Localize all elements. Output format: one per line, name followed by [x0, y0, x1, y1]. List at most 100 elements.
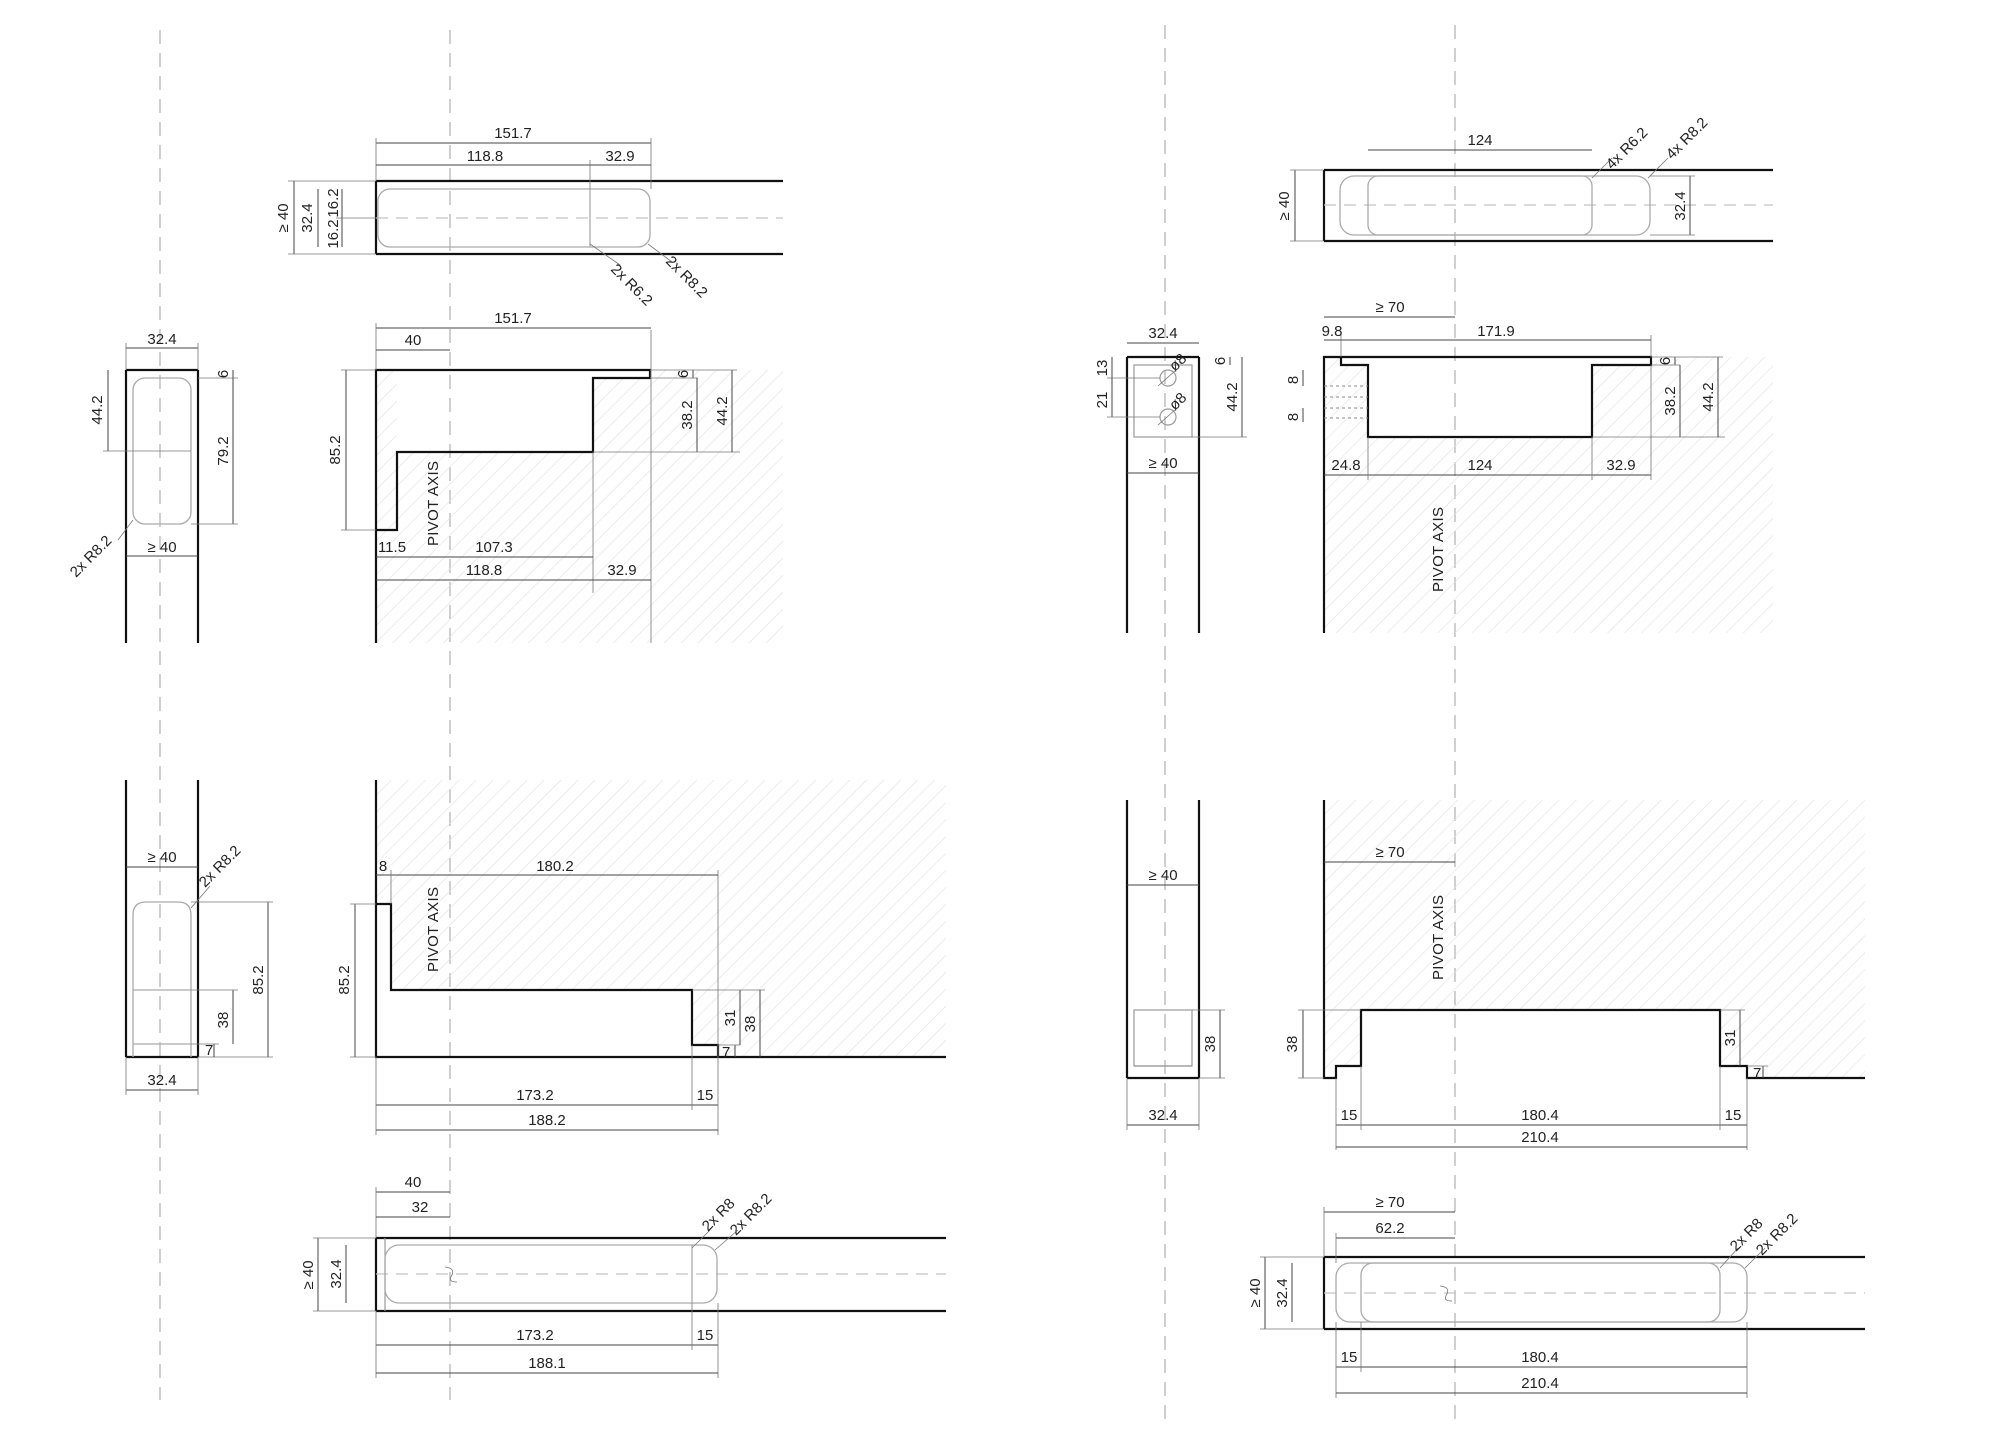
dim-107-3: 107.3 — [475, 539, 513, 556]
dim-16-2b: 16.2 — [325, 188, 342, 217]
dim-210-4: 210.4 — [1521, 1129, 1559, 1146]
dim-9-8: 9.8 — [1322, 323, 1343, 340]
dim-79-2: 79.2 — [215, 436, 232, 465]
label-r8-2: 2x R8.2 — [662, 253, 711, 302]
dim-24-8: 24.8 — [1331, 457, 1360, 474]
panel1-front-section: 151.7 40 85.2 6 38.2 44.2 PIVOT AXIS 11.… — [327, 310, 783, 643]
dim-7: 7 — [205, 1042, 213, 1059]
dim-ge40: ≥ 40 — [1148, 867, 1177, 884]
label-pivot-axis: PIVOT AXIS — [425, 887, 442, 972]
dim-6: 6 — [215, 370, 232, 378]
label-r6-2-4x: 4x R6.2 — [1603, 124, 1652, 173]
dim-124: 124 — [1467, 132, 1492, 149]
dim-171-9: 171.9 — [1477, 323, 1515, 340]
dim-ge40: ≥ 40 — [147, 539, 176, 556]
dim-ge40: ≥ 40 — [147, 849, 176, 866]
dim-32-4: 32.4 — [147, 331, 176, 348]
label-phi8-b: ø8 — [1166, 389, 1190, 413]
dim-85-2: 85.2 — [327, 435, 344, 464]
panel1-side-view: 32.4 44.2 6 79.2 ≥ 40 2x R8.2 — [67, 331, 238, 643]
dim-6: 6 — [675, 370, 692, 378]
dim-118-8: 118.8 — [467, 148, 503, 165]
dim-40: 40 — [405, 1174, 422, 1191]
dim-32: 32 — [412, 1199, 429, 1216]
dim-62-2: 62.2 — [1375, 1220, 1404, 1237]
panel4-side-view: ≥ 40 38 32.4 — [1125, 800, 1225, 1130]
dim-32-4: 32.4 — [328, 1259, 345, 1288]
label-pivot-axis: PIVOT AXIS — [425, 461, 442, 546]
dim-151-7: 151.7 — [494, 310, 532, 327]
dim-44-2: 44.2 — [1224, 382, 1241, 411]
dim-85-2: 85.2 — [336, 965, 353, 994]
dim-7: 7 — [722, 1044, 730, 1061]
dim-32-4: 32.4 — [299, 203, 316, 232]
dim-32-9: 32.9 — [1606, 457, 1635, 474]
dim-15b: 15 — [1725, 1107, 1742, 1124]
dim-40: 40 — [405, 332, 422, 349]
dim-8b: 8 — [1285, 413, 1302, 421]
dim-32-9: 32.9 — [605, 148, 634, 165]
dim-ge70: ≥ 70 — [1375, 1194, 1404, 1211]
dim-8: 8 — [379, 858, 387, 875]
panel1-plan-view: 151.7 118.8 32.9 ≥ 40 32.4 16.2 16.2 2x … — [275, 125, 783, 309]
label-r8-2: 2x R8.2 — [67, 532, 116, 581]
label-pivot-axis: PIVOT AXIS — [1430, 507, 1447, 592]
dim-32-9: 32.9 — [607, 562, 636, 579]
label-r8-2-4x: 4x R8.2 — [1663, 114, 1712, 163]
dim-6: 6 — [1212, 357, 1229, 365]
label-pivot-axis: PIVOT AXIS — [1430, 895, 1447, 980]
dim-ge40: ≥ 40 — [1148, 455, 1177, 472]
panel4-plan-view: ≥ 70 62.2 ≥ 40 32.4 2x R8 2x R8.2 15 180… — [1247, 1194, 1865, 1398]
dim-38: 38 — [1202, 1036, 1219, 1053]
dim-ge40: ≥ 40 — [1276, 191, 1293, 220]
label-r8-2: 2x R8.2 — [1753, 1210, 1802, 1259]
dim-32-4: 32.4 — [1148, 325, 1177, 342]
dim-44-2: 44.2 — [1700, 382, 1717, 411]
dim-7: 7 — [1753, 1065, 1761, 1082]
dim-118-8: 118.8 — [466, 562, 502, 579]
dim-180-4: 180.4 — [1521, 1107, 1559, 1124]
dim-180-4: 180.4 — [1521, 1349, 1559, 1366]
dim-188-2: 188.2 — [528, 1112, 566, 1129]
dim-38-2: 38.2 — [679, 400, 696, 429]
dim-173-2: 173.2 — [516, 1327, 554, 1344]
dim-32-4: 32.4 — [1672, 191, 1689, 220]
dim-38: 38 — [215, 1012, 232, 1029]
dim-180-2: 180.2 — [536, 858, 574, 875]
label-phi8-a: ø8 — [1166, 350, 1190, 374]
dim-ge40: ≥ 40 — [275, 203, 292, 232]
dim-21: 21 — [1094, 392, 1111, 409]
dim-151-7: 151.7 — [494, 125, 532, 142]
label-r6-2: 2x R6.2 — [607, 261, 656, 310]
panel3-side-view: ≥ 40 2x R8.2 85.2 38 7 32.4 — [124, 780, 273, 1095]
dim-16-2a: 16.2 — [325, 219, 342, 248]
dim-32-4: 32.4 — [1274, 1278, 1291, 1307]
dim-31: 31 — [1722, 1030, 1739, 1047]
dim-38: 38 — [1284, 1036, 1301, 1053]
dim-15a: 15 — [1341, 1107, 1358, 1124]
panel3-plan-view: 40 32 ≥ 40 32.4 2x R8 2x R8.2 173.2 15 1… — [300, 1174, 946, 1378]
panel4-front-section: ≥ 70 PIVOT AXIS 38 31 7 15 180.4 15 210.… — [1284, 800, 1865, 1150]
dim-6: 6 — [1657, 357, 1674, 365]
dim-15: 15 — [697, 1087, 714, 1104]
dim-ge40: ≥ 40 — [300, 1260, 317, 1289]
dim-32-4: 32.4 — [1148, 1107, 1177, 1124]
dim-85-2: 85.2 — [250, 965, 267, 994]
dim-ge40: ≥ 40 — [1247, 1278, 1264, 1307]
panel2-plan-view: 124 4x R6.2 4x R8.2 ≥ 40 32.4 — [1276, 114, 1773, 243]
dim-44-2: 44.2 — [89, 395, 106, 424]
dim-ge70: ≥ 70 — [1375, 299, 1404, 316]
dim-44-2: 44.2 — [714, 396, 731, 425]
dim-124: 124 — [1467, 457, 1492, 474]
panel2-side-view: ø8 ø8 32.4 13 21 6 44.2 ≥ 40 — [1094, 325, 1247, 633]
dim-13: 13 — [1094, 360, 1111, 377]
dim-173-2: 173.2 — [516, 1087, 554, 1104]
panel3-front-section: 8 180.2 85.2 31 38 7 PIVOT AXIS 173.2 15… — [336, 780, 946, 1135]
label-r8-2: 2x R8.2 — [727, 1190, 776, 1239]
dim-ge70: ≥ 70 — [1375, 844, 1404, 861]
dim-32-4: 32.4 — [147, 1072, 176, 1089]
label-r8-2: 2x R8.2 — [196, 842, 245, 891]
dim-31: 31 — [722, 1010, 739, 1027]
panel2-front-section: ≥ 70 9.8 171.9 8 8 6 38.2 44.2 24.8 124 … — [1285, 299, 1773, 633]
